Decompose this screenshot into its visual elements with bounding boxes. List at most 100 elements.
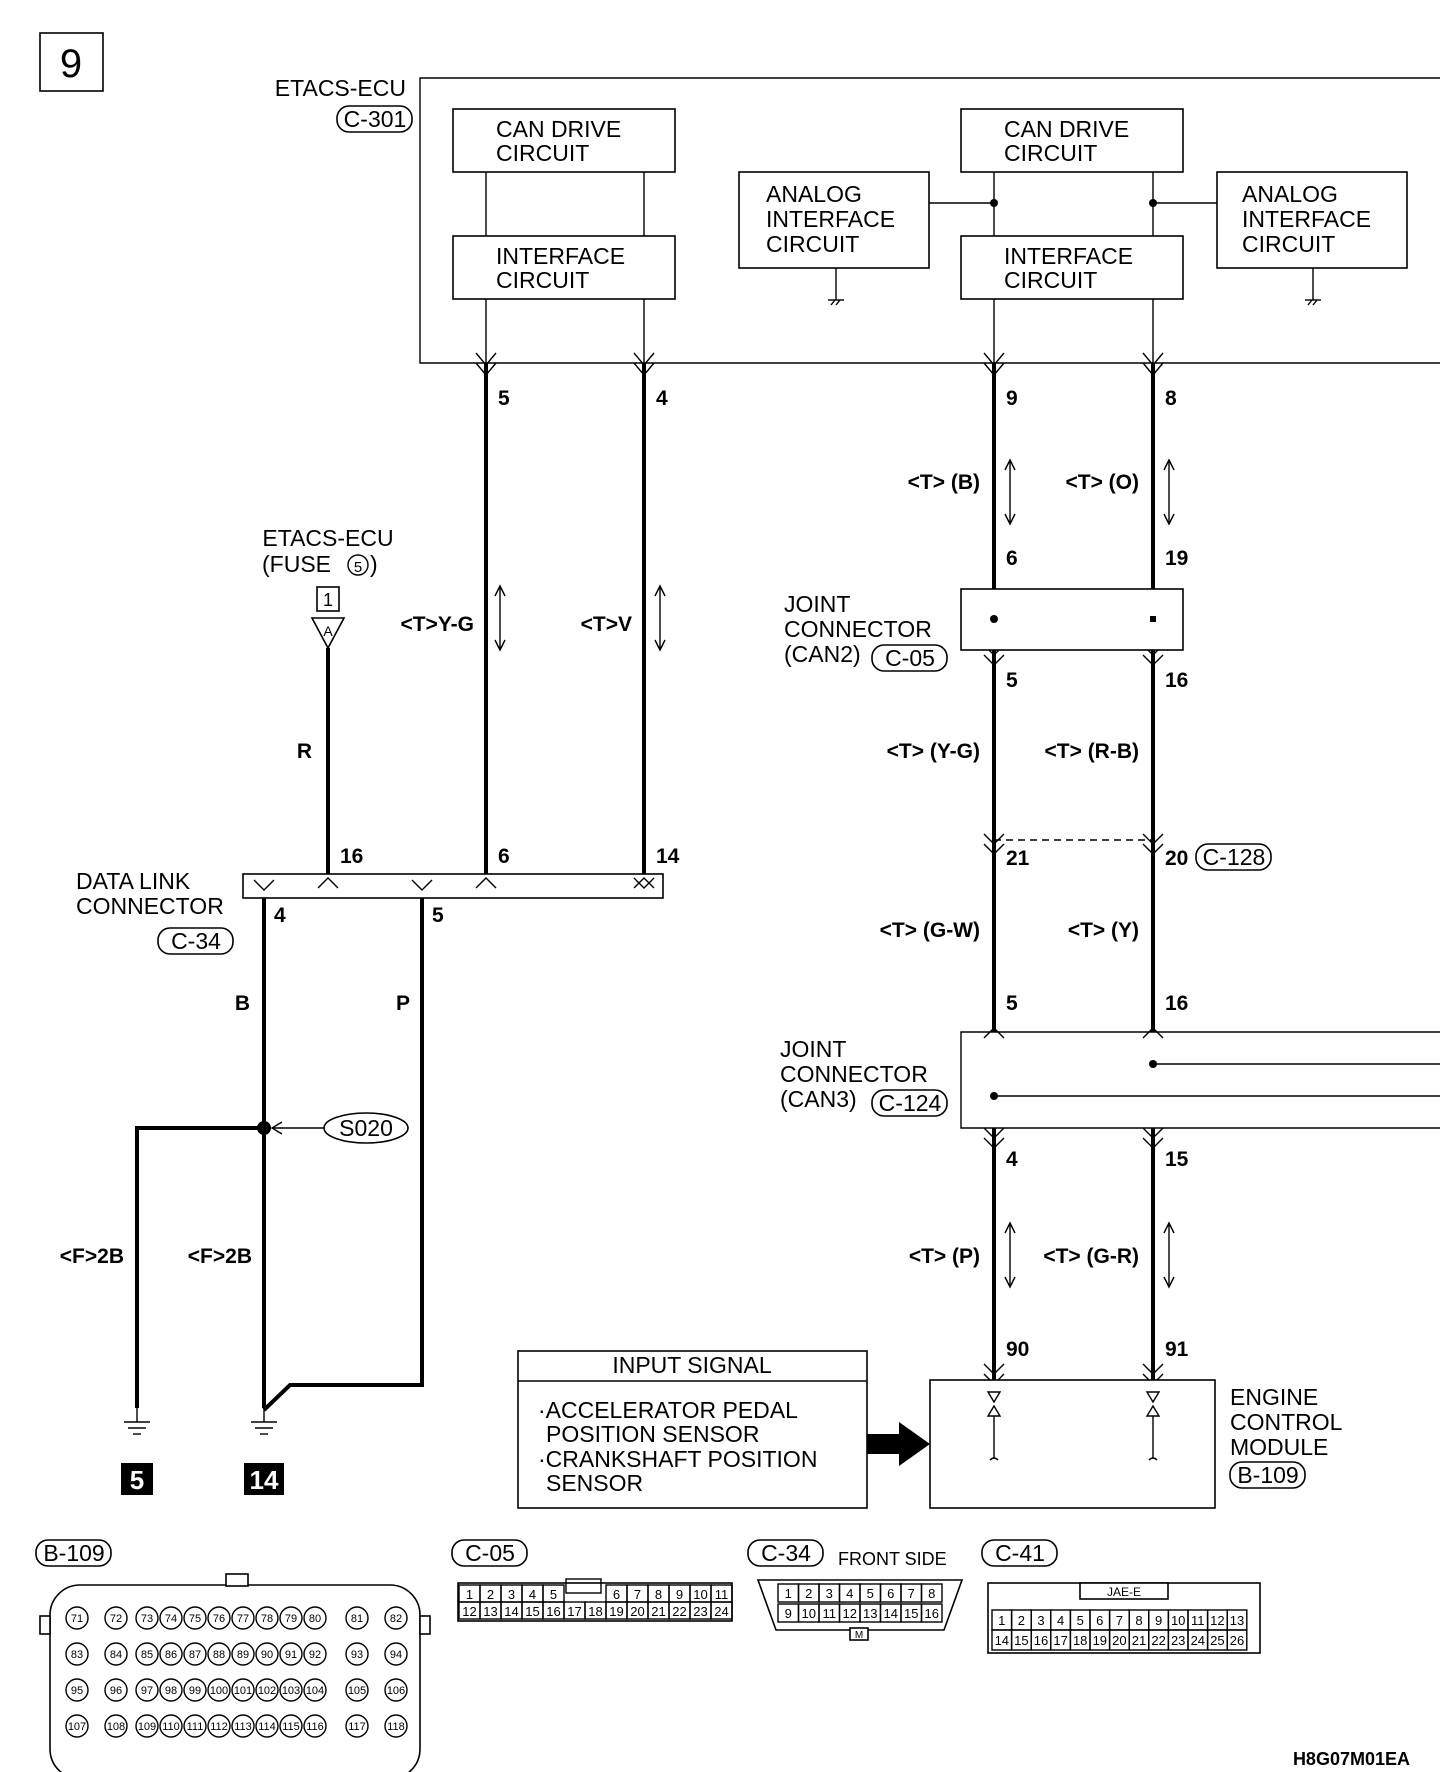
pin-label: 106	[387, 1685, 405, 1697]
pin-cell: 12	[838, 1603, 861, 1623]
svg-text:4: 4	[274, 904, 286, 927]
pin-label: 114	[258, 1721, 276, 1733]
pin-label: 81	[351, 1613, 363, 1625]
svg-text:15: 15	[525, 1604, 539, 1619]
svg-text:JAE-E: JAE-E	[1107, 1585, 1141, 1599]
pin-cell: 14	[879, 1603, 902, 1623]
svg-text:5: 5	[498, 387, 510, 410]
svg-text:8: 8	[928, 1586, 935, 1601]
svg-text:C-34: C-34	[171, 928, 221, 954]
pin-label: 78	[261, 1613, 273, 1625]
svg-text:6: 6	[498, 845, 510, 868]
pin-ring: 118	[384, 1714, 408, 1738]
svg-text:21: 21	[651, 1604, 665, 1619]
pin-label: 102	[258, 1685, 276, 1697]
pin-cell: 18	[1069, 1629, 1091, 1651]
svg-text:<T>V: <T>V	[581, 613, 632, 636]
pin-label: 88	[213, 1649, 225, 1661]
svg-text:INPUT SIGNAL: INPUT SIGNAL	[612, 1352, 772, 1378]
pin-cell: 8	[920, 1583, 943, 1603]
svg-text:7: 7	[908, 1586, 915, 1601]
svg-text:14: 14	[250, 1465, 279, 1495]
svg-text:C-41: C-41	[995, 1540, 1045, 1566]
pin-label: 110	[162, 1721, 180, 1733]
svg-text:12: 12	[843, 1606, 857, 1621]
svg-text:MODULE: MODULE	[1230, 1434, 1328, 1460]
svg-text:INTERFACE: INTERFACE	[1004, 243, 1133, 269]
pin-ring: 113	[231, 1714, 255, 1738]
svg-text:CIRCUIT: CIRCUIT	[766, 231, 859, 257]
pin-label: 73	[141, 1613, 153, 1625]
pin-ring: 101	[231, 1678, 255, 1702]
pin-ring: 112	[207, 1714, 231, 1738]
svg-text:4: 4	[846, 1586, 853, 1601]
svg-text:ENGINE: ENGINE	[1230, 1384, 1318, 1410]
pin-ring: 94	[384, 1642, 408, 1666]
ground-icon: 5	[121, 1408, 153, 1495]
pin-cell: 22	[1148, 1629, 1170, 1651]
svg-text:4: 4	[1006, 1148, 1018, 1171]
pin-ring: 76	[207, 1606, 231, 1630]
svg-text:13: 13	[863, 1606, 877, 1621]
pin-cell: 24	[1187, 1629, 1209, 1651]
svg-text:8: 8	[1135, 1613, 1142, 1628]
pin-ring: 104	[303, 1678, 327, 1702]
pin-ring: 116	[303, 1714, 327, 1738]
svg-text:25: 25	[1210, 1633, 1224, 1648]
pin-label: 80	[309, 1613, 321, 1625]
analog-interface-circuit-right: ANALOG INTERFACE CIRCUIT	[1216, 171, 1408, 269]
svg-text:16: 16	[1165, 992, 1188, 1015]
svg-text:CONNECTOR: CONNECTOR	[784, 616, 932, 642]
svg-text:5: 5	[550, 1587, 557, 1602]
svg-text:23: 23	[1171, 1633, 1185, 1648]
svg-text:DATA LINK: DATA LINK	[76, 868, 191, 894]
svg-text:B-109: B-109	[43, 1540, 104, 1566]
pin-cell: 10	[797, 1603, 820, 1623]
svg-text:4: 4	[656, 387, 668, 410]
pin-label: 109	[138, 1721, 156, 1733]
pin-label: 76	[213, 1613, 225, 1625]
svg-text:11: 11	[1191, 1613, 1205, 1628]
svg-text:9: 9	[676, 1587, 683, 1602]
svg-text:15: 15	[1014, 1633, 1028, 1648]
pin-label: 112	[210, 1721, 228, 1733]
svg-text:20: 20	[630, 1604, 644, 1619]
pin-cell: 16	[1030, 1629, 1052, 1651]
pin-cell: 25	[1206, 1629, 1228, 1651]
svg-text:17: 17	[567, 1604, 581, 1619]
signal-arrows	[494, 458, 1175, 1289]
svg-text:22: 22	[1151, 1633, 1165, 1648]
pin-label: 87	[189, 1649, 201, 1661]
pin-label: 107	[68, 1721, 86, 1733]
svg-text:CONNECTOR: CONNECTOR	[76, 893, 224, 919]
svg-text:<T> (B): <T> (B)	[908, 471, 980, 494]
svg-text:<F>2B: <F>2B	[188, 1245, 252, 1268]
pin-ring: 99	[183, 1678, 207, 1702]
pin-ring: 77	[231, 1606, 255, 1630]
ground-wires	[135, 898, 424, 1412]
svg-text:6: 6	[1096, 1613, 1103, 1628]
svg-text:14: 14	[995, 1633, 1009, 1648]
svg-text:6: 6	[887, 1586, 894, 1601]
svg-text:<T> (R-B): <T> (R-B)	[1045, 740, 1140, 763]
svg-text:1: 1	[466, 1587, 473, 1602]
svg-text:15: 15	[1165, 1148, 1189, 1171]
svg-text:16: 16	[546, 1604, 560, 1619]
pin-label: 86	[165, 1649, 177, 1661]
svg-text:13: 13	[483, 1604, 497, 1619]
splice-s020: S020	[270, 1112, 409, 1144]
input-signal-box: INPUT SIGNAL ·ACCELERATOR PEDAL POSITION…	[517, 1350, 868, 1509]
pin-label: 90	[261, 1649, 273, 1661]
pin-ring: 111	[183, 1714, 207, 1738]
pin-ring: 81	[345, 1606, 369, 1630]
svg-text:C-05: C-05	[465, 1540, 515, 1566]
svg-text:12: 12	[1210, 1613, 1224, 1628]
pin-ring: 85	[135, 1642, 159, 1666]
svg-text:CIRCUIT: CIRCUIT	[496, 140, 589, 166]
pin-label: 77	[237, 1613, 249, 1625]
pin-label: 103	[282, 1685, 300, 1697]
svg-text:8: 8	[655, 1587, 662, 1602]
svg-text:9: 9	[60, 42, 82, 86]
